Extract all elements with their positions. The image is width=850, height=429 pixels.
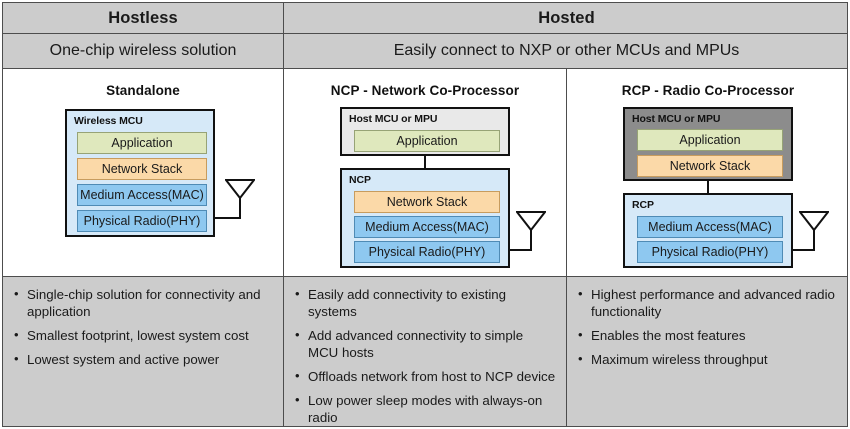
ncp-antenna-lead-horizontal (508, 249, 532, 251)
ncp-device-box: NCP Network Stack Medium Access(MAC) Phy… (340, 168, 510, 268)
standalone-layer-application: Application (77, 132, 207, 154)
rcp-host-box: Host MCU or MPU Application Network Stac… (623, 107, 793, 181)
standalone-layer-phy: Physical Radio(PHY) (77, 210, 207, 232)
standalone-antenna-lead-vertical (239, 197, 241, 219)
header-hosted-description: Easily connect to NXP or other MCUs and … (393, 42, 740, 59)
ncp-title: NCP - Network Co-Processor (330, 83, 520, 98)
rcp-layer-mac: Medium Access(MAC) (637, 216, 783, 238)
list-item: Lowest system and active power (14, 350, 273, 368)
standalone-layer-network-stack: Network Stack (77, 158, 207, 180)
standalone-bullet-list: Single-chip solution for connectivity an… (11, 285, 273, 368)
bullets-band: Single-chip solution for connectivity an… (3, 277, 847, 426)
bullets-column-rcp: Highest performance and advanced radio f… (567, 277, 849, 426)
rcp-device-box: RCP Medium Access(MAC) Physical Radio(PH… (623, 193, 793, 268)
standalone-layer-mac: Medium Access(MAC) (77, 184, 207, 206)
list-item: Low power sleep modes with always-on rad… (295, 391, 556, 426)
rcp-antenna-lead-vertical (813, 229, 815, 251)
ncp-host-box: Host MCU or MPU Application (340, 107, 510, 156)
list-item: Single-chip solution for connectivity an… (14, 285, 273, 320)
rcp-host-layer-application: Application (637, 129, 783, 151)
ncp-antenna-lead-vertical (530, 229, 532, 251)
list-item: Highest performance and advanced radio f… (578, 285, 839, 320)
ncp-layer-mac: Medium Access(MAC) (354, 216, 500, 238)
header-hostless: Hostless (3, 3, 284, 33)
bullets-column-ncp: Easily add connectivity to existing syst… (284, 277, 567, 426)
bullets-column-standalone: Single-chip solution for connectivity an… (3, 277, 284, 426)
rcp-host-device-connector (707, 181, 709, 193)
rcp-bullet-list: Highest performance and advanced radio f… (575, 285, 839, 368)
diagram-column-ncp: NCP - Network Co-Processor Host MCU or M… (284, 69, 567, 276)
antenna-icon (516, 211, 546, 231)
list-item: Add advanced connectivity to simple MCU … (295, 326, 556, 361)
list-item: Maximum wireless throughput (578, 350, 839, 368)
ncp-host-layer-application: Application (354, 130, 500, 152)
standalone-wireless-mcu-chip: Wireless MCU Application Network Stack M… (65, 109, 215, 237)
rcp-host-layer-network-stack: Network Stack (637, 155, 783, 177)
standalone-antenna-lead-horizontal (213, 217, 241, 219)
ncp-device-label: NCP (349, 174, 371, 186)
ncp-layer-phy: Physical Radio(PHY) (354, 241, 500, 263)
standalone-chip-label: Wireless MCU (74, 115, 143, 127)
header-hostless-description: One-chip wireless solution (3, 34, 284, 68)
list-item: Smallest footprint, lowest system cost (14, 326, 273, 344)
ncp-host-label: Host MCU or MPU (349, 113, 438, 125)
diagram-column-standalone: Standalone Wireless MCU Application Netw… (3, 69, 284, 276)
list-item: Enables the most features (578, 326, 839, 344)
rcp-antenna-lead-horizontal (791, 249, 815, 251)
list-item: Easily add connectivity to existing syst… (295, 285, 556, 320)
standalone-title: Standalone (106, 83, 180, 98)
diagram-column-rcp: RCP - Radio Co-Processor Host MCU or MPU… (567, 69, 849, 276)
rcp-device-label: RCP (632, 199, 654, 211)
ncp-layer-network-stack: Network Stack (354, 191, 500, 213)
rcp-host-label: Host MCU or MPU (632, 113, 721, 125)
ncp-bullet-list: Easily add connectivity to existing syst… (292, 285, 556, 426)
ncp-host-device-connector (424, 156, 426, 168)
header-hosted: Hosted (538, 8, 595, 27)
rcp-layer-phy: Physical Radio(PHY) (637, 241, 783, 263)
diagram-band: Standalone Wireless MCU Application Netw… (3, 69, 847, 277)
list-item: Offloads network from host to NCP device (295, 367, 556, 385)
header-row-descriptions: One-chip wireless solution Easily connec… (3, 34, 847, 69)
header-row-categories: Hostless Hosted (3, 3, 847, 34)
antenna-icon (799, 211, 829, 231)
rcp-title: RCP - Radio Co-Processor (621, 83, 795, 98)
antenna-icon (225, 179, 255, 199)
